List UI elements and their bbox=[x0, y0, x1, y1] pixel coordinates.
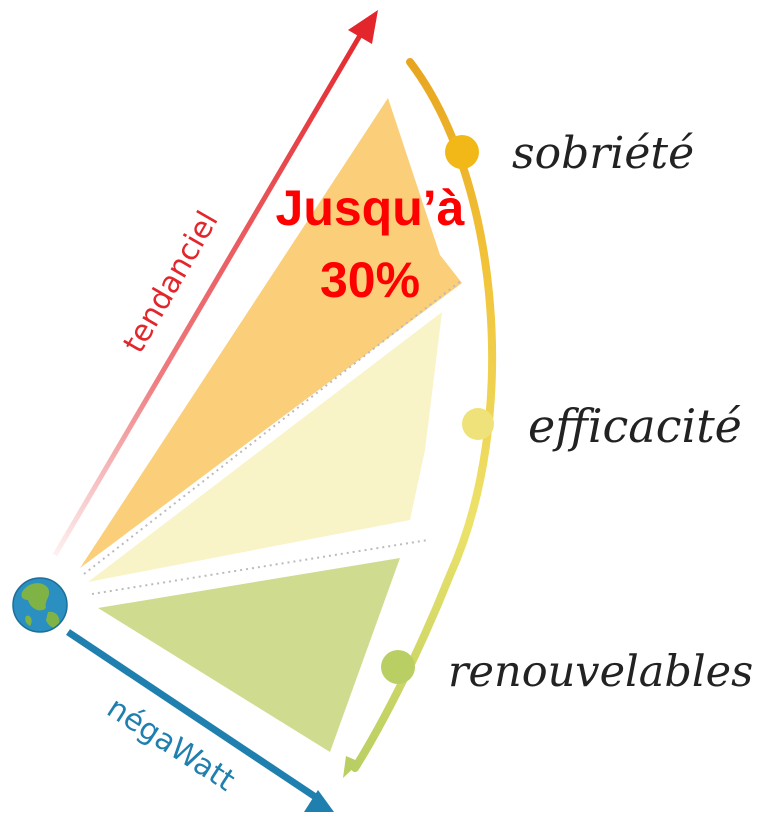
separator-line-top bbox=[83, 279, 463, 575]
wedge-efficacite bbox=[88, 312, 442, 582]
tendanciel-arrow-shaft bbox=[52, 30, 365, 557]
highlight-text-line1: Jusqu’à bbox=[276, 180, 465, 236]
negawatt-label: négaWatt bbox=[101, 690, 241, 798]
highlight-text-line2: 30% bbox=[320, 252, 420, 308]
tendanciel-arrowhead bbox=[348, 10, 378, 44]
negawatt-arrow-shaft bbox=[66, 629, 322, 803]
step-label-sobriete: sobriété bbox=[512, 128, 694, 179]
separator-line-bottom bbox=[91, 539, 429, 595]
wedge-renouvelables bbox=[98, 558, 400, 752]
progression-arc bbox=[351, 58, 497, 772]
tendanciel-label: tendanciel bbox=[117, 205, 226, 359]
step-dot-efficacite bbox=[462, 408, 494, 440]
step-label-renouvelables: renouvelables bbox=[448, 647, 753, 697]
step-dot-sobriete bbox=[445, 135, 479, 169]
globe-icon bbox=[12, 577, 68, 633]
step-dot-renouvelables bbox=[381, 650, 415, 684]
wedge-sobriete bbox=[80, 98, 462, 568]
arc-arrowhead bbox=[343, 756, 360, 778]
step-label-efficacite: efficacité bbox=[528, 399, 742, 453]
negawatt-arrowhead bbox=[304, 790, 334, 812]
